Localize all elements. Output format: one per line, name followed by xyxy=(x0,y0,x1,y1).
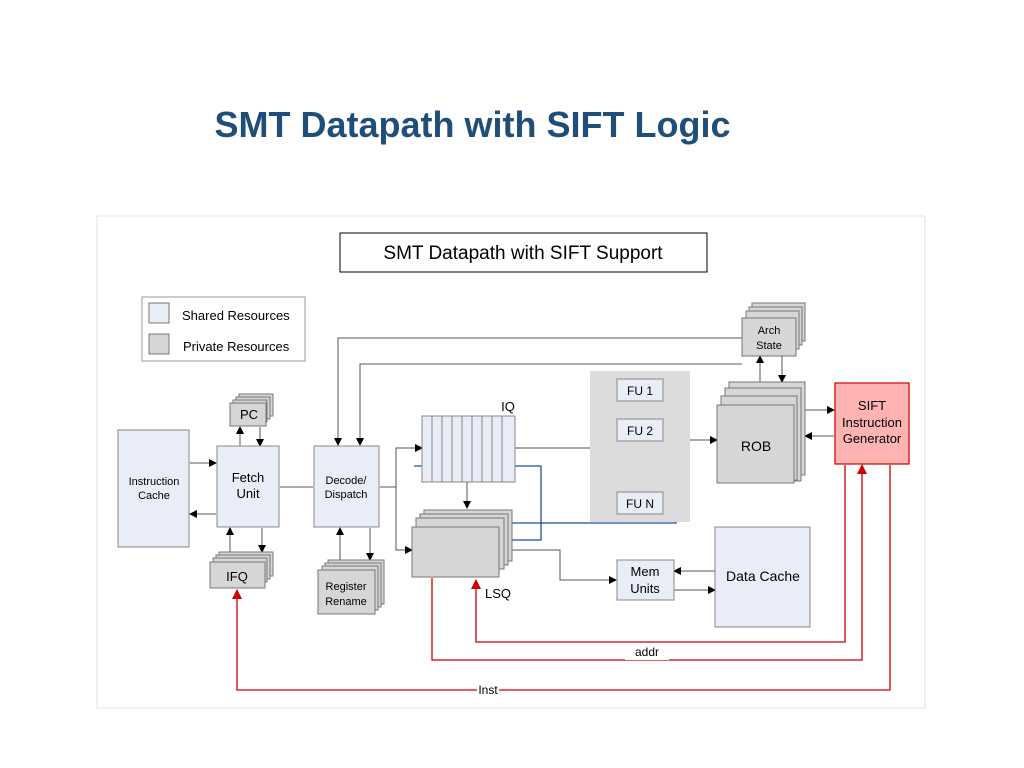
svg-text:FU 2: FU 2 xyxy=(627,424,653,438)
legend-shared-label: Shared Resources xyxy=(182,308,290,323)
svg-text:Dispatch: Dispatch xyxy=(325,489,368,501)
legend-private-label: Private Resources xyxy=(183,339,290,354)
iq-label: IQ xyxy=(501,399,515,414)
svg-text:FU 1: FU 1 xyxy=(627,384,653,398)
svg-text:State: State xyxy=(756,340,782,352)
fu-n xyxy=(616,491,664,515)
register-rename: Register Rename xyxy=(317,559,385,615)
decode-dispatch: Decode/ Dispatch xyxy=(313,445,380,528)
svg-text:SIFT: SIFT xyxy=(858,398,886,413)
fu-1 xyxy=(616,378,664,402)
svg-text:Instruction: Instruction xyxy=(129,476,180,488)
svg-text:Unit: Unit xyxy=(236,486,260,501)
wire-lsq-mem xyxy=(512,549,617,584)
svg-text:Fetch: Fetch xyxy=(232,470,265,485)
wire-inst xyxy=(232,465,891,691)
svg-text:SMT Datapath with SIFT Support: SMT Datapath with SIFT Support xyxy=(383,243,663,264)
instruction-cache: Instruction Cache xyxy=(117,429,190,548)
svg-text:Rename: Rename xyxy=(325,596,367,608)
wire-addr xyxy=(471,465,846,643)
sift-instruction-generator: SIFT Instruction Generator xyxy=(834,382,910,465)
svg-text:Mem: Mem xyxy=(631,564,660,579)
svg-text:Data Cache: Data Cache xyxy=(726,568,800,584)
svg-text:Arch: Arch xyxy=(758,325,781,337)
load-store-queue: LSQ xyxy=(411,509,513,601)
addr-label: addr xyxy=(635,645,659,659)
svg-text:Instruction: Instruction xyxy=(842,415,902,430)
svg-text:PC: PC xyxy=(240,407,258,422)
lsq-label: LSQ xyxy=(485,586,511,601)
svg-text:Decode/: Decode/ xyxy=(326,475,368,487)
fu-2 xyxy=(616,418,664,442)
svg-text:Units: Units xyxy=(630,581,660,596)
mem-units: Mem Units xyxy=(616,559,675,601)
svg-text:Register: Register xyxy=(326,581,367,593)
data-cache: Data Cache xyxy=(714,526,811,628)
functional-units: FU 1 FU 2 FU N xyxy=(590,371,690,522)
wire-rob-decode xyxy=(356,363,742,446)
svg-text:Cache: Cache xyxy=(138,490,170,502)
svg-text:ROB: ROB xyxy=(741,438,771,454)
arch-state: Arch State xyxy=(741,302,806,357)
svg-text:IFQ: IFQ xyxy=(226,569,248,584)
issue-queue: IQ xyxy=(421,399,516,483)
slide-title: SMT Datapath with SIFT Logic xyxy=(214,104,731,145)
svg-text:FU N: FU N xyxy=(626,497,654,511)
legend-shared-swatch xyxy=(148,302,170,324)
diagram-title: SMT Datapath with SIFT Support xyxy=(339,232,708,273)
legend: Shared Resources Private Resources xyxy=(141,296,306,362)
fetch-unit: Fetch Unit xyxy=(216,445,280,528)
svg-text:Generator: Generator xyxy=(843,431,902,446)
wire-decode-lsq xyxy=(395,487,413,554)
reorder-buffer: ROB xyxy=(716,381,806,484)
inst-label: Inst xyxy=(478,683,498,697)
wire-archstate-decode xyxy=(334,337,742,446)
legend-private-swatch xyxy=(148,333,170,355)
ifq: IFQ xyxy=(209,551,274,589)
wire-decode-iq xyxy=(380,444,423,488)
pc-register: PC xyxy=(229,393,274,427)
